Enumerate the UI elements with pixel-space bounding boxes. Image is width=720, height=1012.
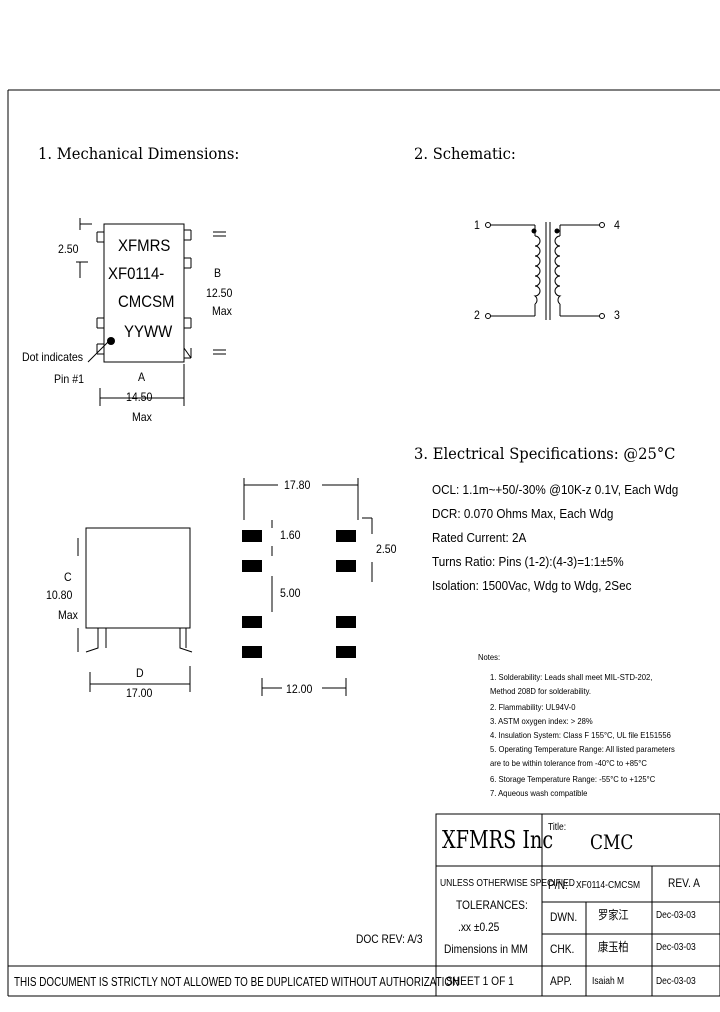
- pad-right-2: [336, 560, 356, 572]
- dim-height-max: Max: [212, 304, 232, 318]
- dot-note-1: Dot indicates: [22, 350, 84, 364]
- note-line: 3. ASTM oxygen index: > 28%: [490, 716, 593, 726]
- pad-right-1: [336, 530, 356, 542]
- pad-height: 1.60: [280, 528, 301, 542]
- spec-isolation: Isolation: 1500Vac, Wdg to Wdg, 2Sec: [432, 578, 632, 593]
- app-name: Isaiah M: [592, 976, 625, 987]
- dwn-label: DWN.: [550, 910, 578, 924]
- chk-name: 康玉柏: [598, 940, 629, 954]
- chk-date: Dec-03-03: [656, 942, 696, 953]
- section-title-schematic: 2. Schematic:: [414, 144, 516, 163]
- section-title-electrical: 3. Electrical Specifications: @25°C: [414, 444, 676, 463]
- pad-left-3: [242, 616, 262, 628]
- dim-width-max: Max: [132, 410, 152, 424]
- dim-width-label: A: [138, 370, 146, 384]
- unless-specified: UNLESS OTHERWISE SPECIFIED: [440, 878, 575, 889]
- note-line: 1. Solderability: Leads shall meet MIL-S…: [490, 672, 653, 682]
- note-line: 4. Insulation System: Class F 155°C, UL …: [490, 730, 671, 740]
- pad-gap: 5.00: [280, 586, 301, 600]
- pad-left-1: [242, 530, 262, 542]
- doc-revision: DOC REV: A/3: [356, 932, 423, 946]
- tolerance-value: .xx ±0.25: [458, 920, 500, 934]
- pad-right-4: [336, 646, 356, 658]
- drawing-title: CMC: [590, 830, 634, 854]
- app-date: Dec-03-03: [656, 976, 696, 987]
- dim-c-label: C: [64, 570, 72, 584]
- title-block-frame: [435, 813, 720, 997]
- pad-left-4: [242, 646, 262, 658]
- note-line: Method 208D for solderability.: [490, 686, 592, 696]
- spec-ocl: OCL: 1.1m~+50/-30% @10K-z 0.1V, Each Wdg: [432, 482, 679, 497]
- part-number: XF0114-CMCSM: [576, 880, 641, 891]
- dwn-name: 罗家江: [598, 908, 629, 922]
- marking-line-4: YYWW: [124, 322, 173, 341]
- component-side-view: [85, 527, 191, 629]
- marking-line-3: CMCSM: [118, 292, 175, 311]
- dot-note-2: Pin #1: [54, 372, 84, 386]
- pin-1-label: 1: [474, 218, 480, 232]
- chk-label: CHK.: [550, 942, 575, 956]
- revision: REV. A: [668, 876, 700, 890]
- secondary-coil: [554, 235, 562, 305]
- dims-unit: Dimensions in MM: [444, 942, 528, 956]
- company-name: XFMRS Inc: [442, 826, 554, 854]
- note-line: 2. Flammability: UL94V-0: [490, 702, 576, 712]
- footer-notice: THIS DOCUMENT IS STRICTLY NOT ALLOWED TO…: [14, 974, 460, 989]
- polarity-dot-2: [554, 228, 560, 234]
- dim-height-label: B: [214, 266, 222, 280]
- dim-d-label: D: [136, 666, 144, 680]
- pn-label: P/N:: [548, 878, 568, 892]
- spec-turns: Turns Ratio: Pins (1-2):(4-3)=1:1±5%: [432, 554, 624, 569]
- notes-title: Notes:: [478, 652, 501, 662]
- note-line: 5. Operating Temperature Range: All list…: [490, 744, 675, 754]
- spec-current: Rated Current: 2A: [432, 530, 527, 545]
- primary-coil: [533, 235, 541, 305]
- pin-3-label: 3: [614, 308, 620, 322]
- marking-line-2: XF0114-: [108, 264, 165, 283]
- pad-right-3: [336, 616, 356, 628]
- dim-c-value: 10.80: [46, 588, 73, 602]
- note-line: are to be within tolerance from -40°C to…: [490, 758, 647, 768]
- pad-left-2: [242, 560, 262, 572]
- note-line: 7. Aqueous wash compatible: [490, 788, 588, 798]
- component-top-view: [103, 223, 185, 363]
- dim-height-value: 12.50: [206, 286, 233, 300]
- dim-c-max: Max: [58, 608, 78, 622]
- app-label: APP.: [550, 974, 572, 988]
- note-line: 6. Storage Temperature Range: -55°C to +…: [490, 774, 656, 784]
- pad-overall: 17.80: [284, 478, 311, 492]
- pin-2-label: 2: [474, 308, 480, 322]
- marking-line-1: XFMRS: [118, 236, 171, 255]
- tolerances-label: TOLERANCES:: [456, 898, 528, 912]
- section-title-mechanical: 1. Mechanical Dimensions:: [38, 144, 240, 163]
- dim-pitch: 2.50: [58, 242, 79, 256]
- polarity-dot-1: [531, 228, 537, 234]
- pad-pitch: 2.50: [376, 542, 397, 556]
- pad-spacing: 12.00: [286, 682, 313, 696]
- spec-dcr: DCR: 0.070 Ohms Max, Each Wdg: [432, 506, 614, 521]
- sheet-number: SHEET 1 OF 1: [446, 974, 514, 988]
- title-label: Title:: [548, 822, 567, 833]
- dim-d-value: 17.00: [126, 686, 153, 700]
- pin1-dot: [107, 337, 115, 345]
- dwn-date: Dec-03-03: [656, 910, 696, 921]
- pin-4-label: 4: [614, 218, 620, 232]
- dim-width-value: 14.50: [126, 390, 153, 404]
